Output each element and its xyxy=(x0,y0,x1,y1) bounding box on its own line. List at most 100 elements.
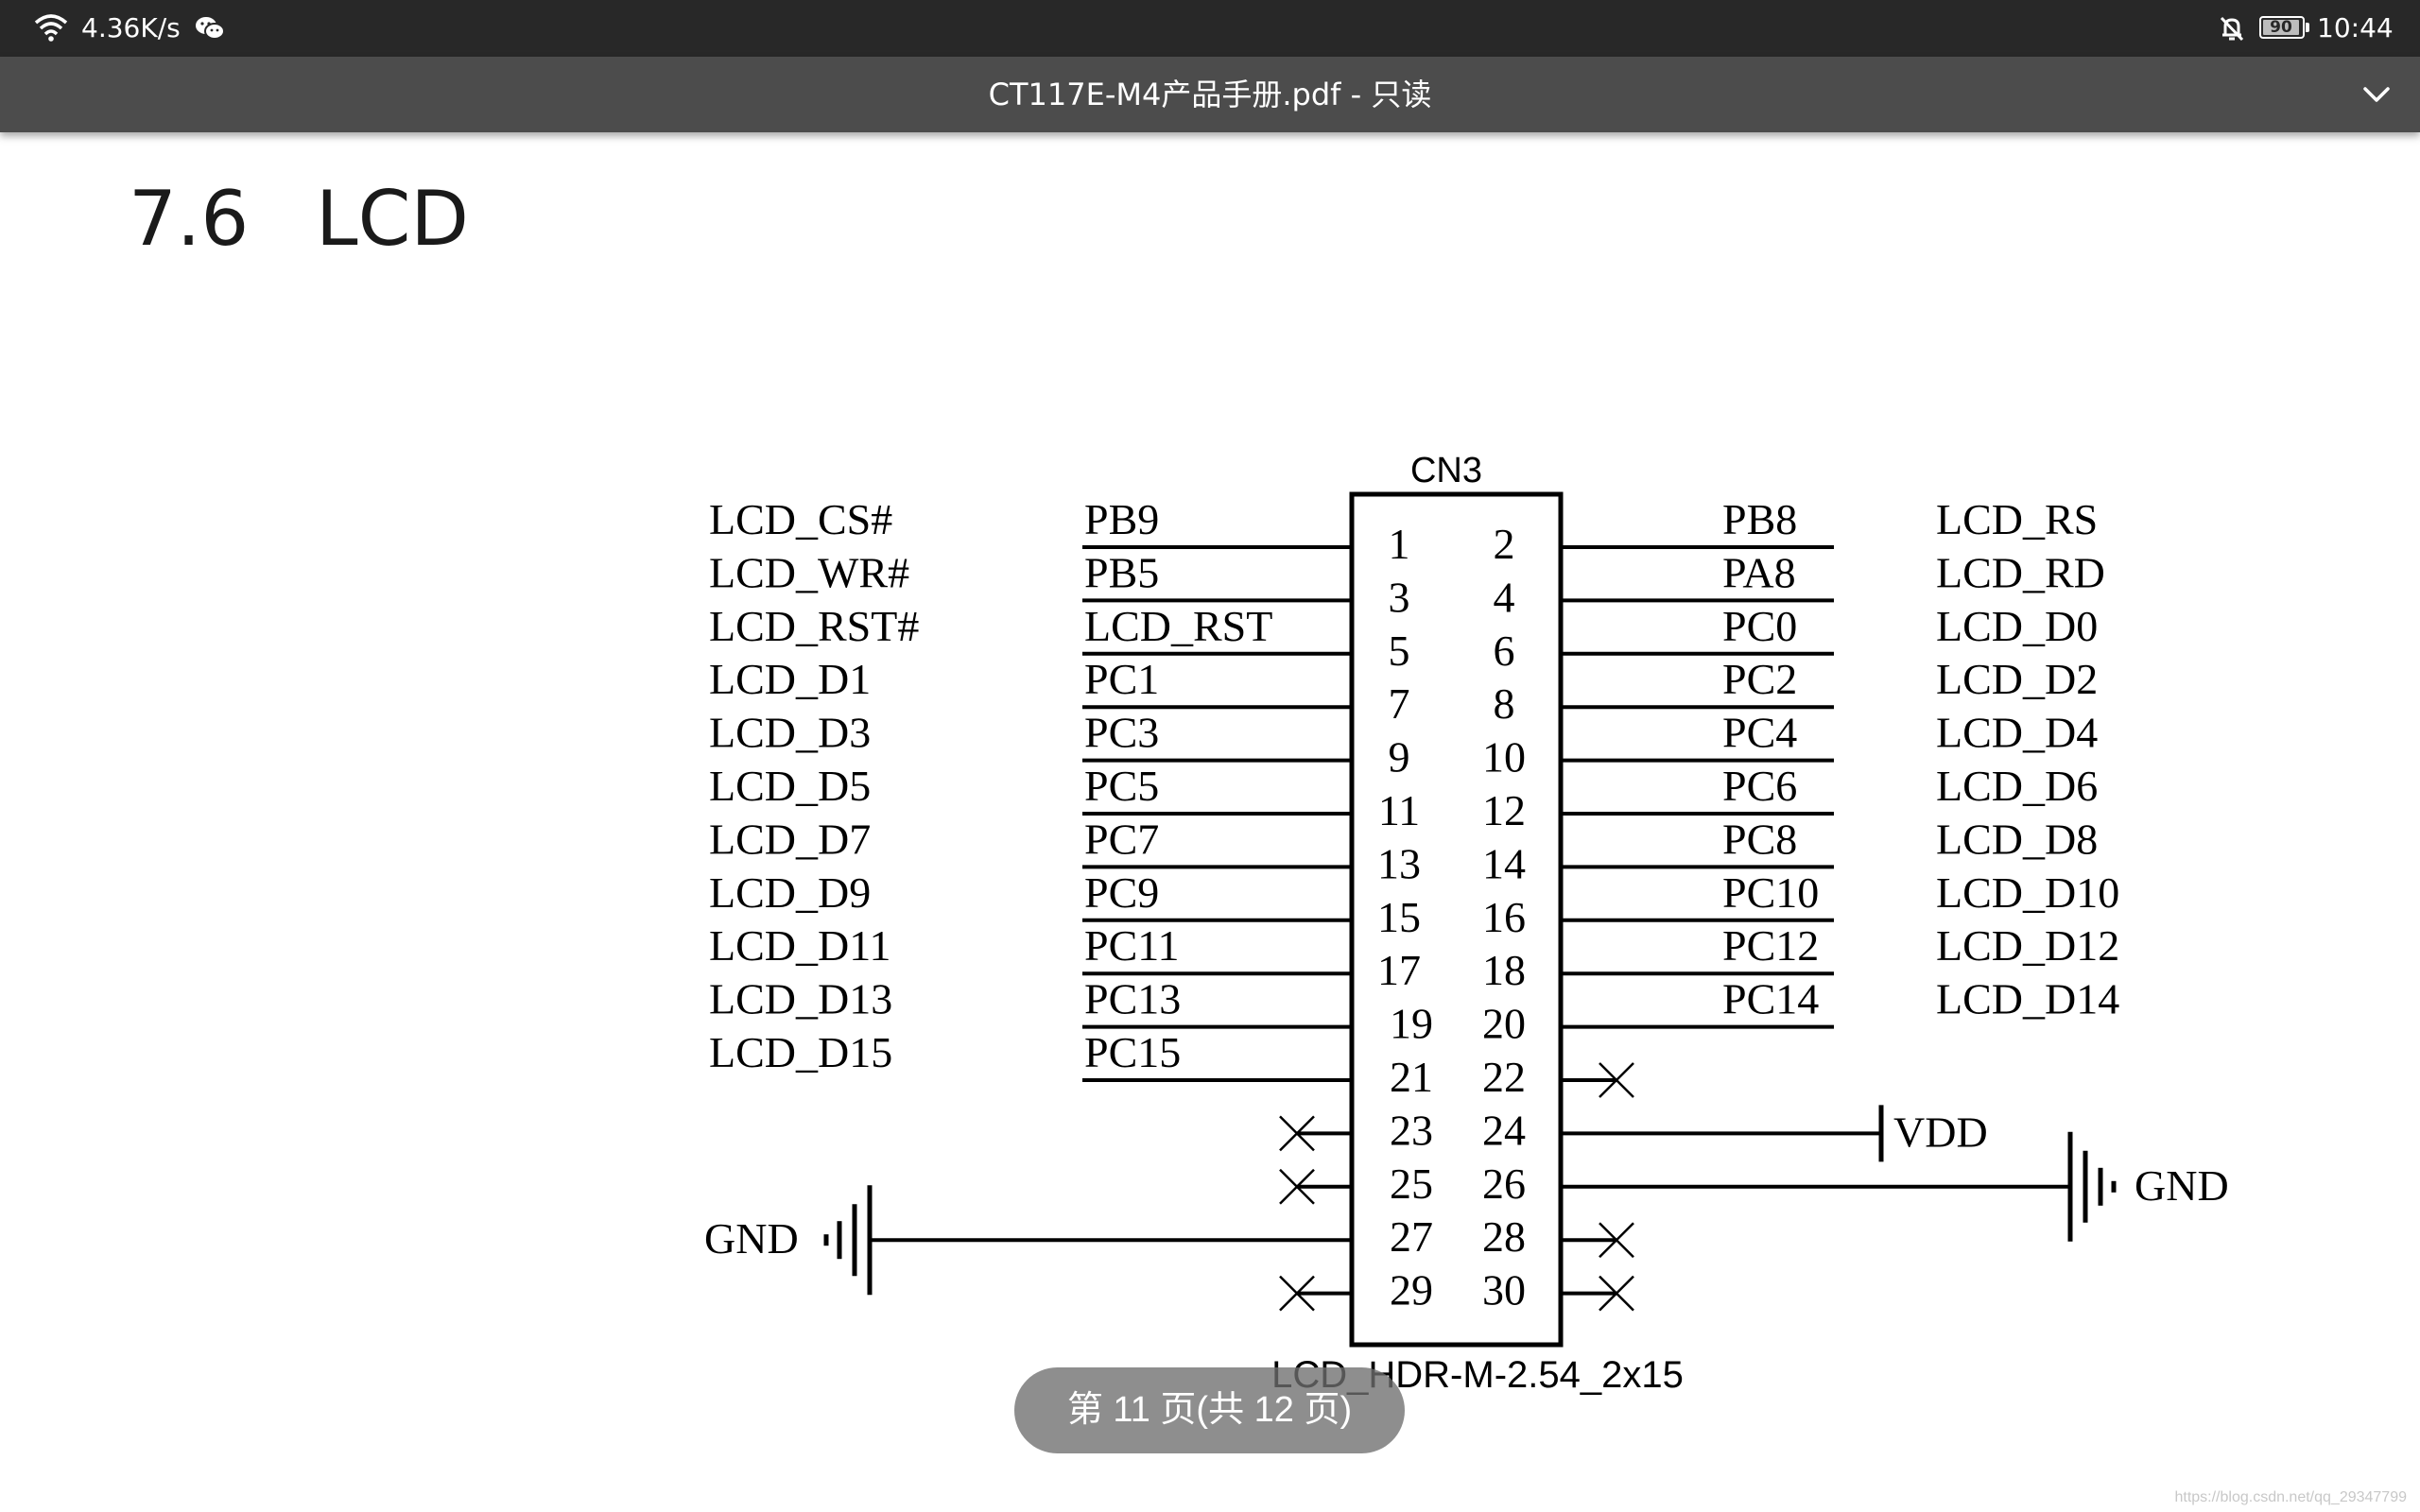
vdd-label: VDD xyxy=(1893,1108,1988,1156)
network-speed: 4.36K/s xyxy=(81,12,181,43)
pin-number-7: 7 xyxy=(1389,679,1410,728)
signal-label-7: LCD_D1 xyxy=(709,655,871,703)
pin-number-17: 17 xyxy=(1377,946,1421,994)
net-label-3: PB5 xyxy=(1084,548,1159,596)
no-connect-pin-22 xyxy=(1599,1062,1634,1098)
signal-label-20: LCD_D14 xyxy=(1936,975,2119,1023)
signal-label-4: LCD_RD xyxy=(1936,548,2105,596)
collapse-toolbar-button[interactable] xyxy=(2352,70,2401,119)
pin-number-19: 19 xyxy=(1390,1000,1433,1048)
signal-label-15: LCD_D9 xyxy=(709,868,871,917)
net-label-20: PC14 xyxy=(1722,975,1819,1023)
no-connect-pin-29 xyxy=(1279,1275,1315,1312)
net-label-9: PC3 xyxy=(1084,709,1159,757)
wechat-icon xyxy=(196,17,225,40)
pin-number-23: 23 xyxy=(1390,1106,1433,1154)
no-connect-pin-28 xyxy=(1599,1222,1634,1259)
page-indicator: 第 11 页(共 12 页) xyxy=(1014,1367,1405,1453)
pin-number-11: 11 xyxy=(1378,786,1420,834)
pin-number-22: 22 xyxy=(1482,1053,1526,1101)
net-label-13: PC7 xyxy=(1084,815,1159,863)
pin-number-25: 25 xyxy=(1390,1160,1433,1208)
status-bar: 4.36K/s 90 10:44 xyxy=(0,0,2420,57)
net-label-6: PC0 xyxy=(1722,602,1797,650)
gnd-label-left: GND xyxy=(704,1214,799,1263)
signal-label-12: LCD_D6 xyxy=(1936,762,2098,810)
signal-label-17: LCD_D11 xyxy=(709,921,891,970)
document-title: CT117E-M4产品手册.pdf - 只读 xyxy=(988,77,1432,112)
net-label-2: PB8 xyxy=(1722,495,1797,543)
no-connect-pin-23 xyxy=(1279,1115,1315,1152)
signal-label-11: LCD_D5 xyxy=(709,762,871,810)
net-label-17: PC11 xyxy=(1084,921,1180,970)
signal-label-16: LCD_D10 xyxy=(1936,868,2119,917)
signal-label-18: LCD_D12 xyxy=(1936,921,2119,970)
signal-label-5: LCD_RST# xyxy=(709,602,919,650)
net-label-15: PC9 xyxy=(1084,868,1159,917)
chevron-down-icon xyxy=(2363,87,2390,102)
net-label-5: LCD_RST xyxy=(1084,602,1272,650)
net-label-1: PB9 xyxy=(1084,495,1159,543)
signal-label-13: LCD_D7 xyxy=(709,815,871,863)
net-label-14: PC8 xyxy=(1722,815,1797,863)
document-title-bar: CT117E-M4产品手册.pdf - 只读 xyxy=(0,57,2420,132)
signal-label-21: LCD_D15 xyxy=(709,1028,892,1076)
pin-number-14: 14 xyxy=(1482,839,1526,887)
pin-number-5: 5 xyxy=(1389,627,1410,675)
net-label-16: PC10 xyxy=(1722,868,1819,917)
net-label-7: PC1 xyxy=(1084,655,1159,703)
signal-label-1: LCD_CS# xyxy=(709,495,892,543)
watermark: https://blog.csdn.net/qq_29347799 xyxy=(2174,1489,2407,1505)
net-label-4: PA8 xyxy=(1722,548,1796,596)
lcd-connector-schematic: CN3LCD_HDR-M-2.54_2x151PB9LCD_CS#3PB5LCD… xyxy=(704,451,2229,1396)
battery-icon: 90 xyxy=(2259,16,2309,39)
section-title: LCD xyxy=(316,175,470,263)
pin-number-3: 3 xyxy=(1389,573,1410,621)
no-connect-pin-30 xyxy=(1599,1275,1634,1312)
wifi-icon xyxy=(34,14,68,42)
signal-label-10: LCD_D4 xyxy=(1936,709,2098,757)
pin-number-20: 20 xyxy=(1482,1000,1526,1048)
net-label-11: PC5 xyxy=(1084,762,1159,810)
pin-number-29: 29 xyxy=(1390,1266,1433,1314)
section-heading: 7.6 LCD xyxy=(129,175,469,263)
net-label-19: PC13 xyxy=(1084,975,1181,1023)
net-label-12: PC6 xyxy=(1722,762,1797,810)
pin-number-1: 1 xyxy=(1389,520,1410,568)
pin-number-28: 28 xyxy=(1482,1212,1526,1261)
net-label-21: PC15 xyxy=(1084,1028,1181,1076)
section-number: 7.6 xyxy=(129,175,250,263)
pin-number-16: 16 xyxy=(1482,893,1526,941)
signal-label-3: LCD_WR# xyxy=(709,548,909,596)
net-label-8: PC2 xyxy=(1722,655,1797,703)
pin-number-21: 21 xyxy=(1390,1053,1433,1101)
pin-number-27: 27 xyxy=(1390,1212,1433,1261)
signal-label-9: LCD_D3 xyxy=(709,709,871,757)
pin-number-30: 30 xyxy=(1482,1266,1526,1314)
signal-label-2: LCD_RS xyxy=(1936,495,2098,543)
net-label-18: PC12 xyxy=(1722,921,1819,970)
no-connect-pin-25 xyxy=(1279,1168,1315,1205)
pin-number-4: 4 xyxy=(1494,573,1515,621)
pin-number-8: 8 xyxy=(1494,679,1515,728)
pin-number-9: 9 xyxy=(1389,733,1410,782)
battery-level: 90 xyxy=(2270,18,2292,37)
signal-label-14: LCD_D8 xyxy=(1936,815,2098,863)
pin-number-2: 2 xyxy=(1494,520,1515,568)
signal-label-6: LCD_D0 xyxy=(1936,602,2098,650)
signal-label-8: LCD_D2 xyxy=(1936,655,2098,703)
net-label-10: PC4 xyxy=(1722,709,1797,757)
clock: 10:44 xyxy=(2317,12,2394,43)
gnd-label-right: GND xyxy=(2135,1161,2229,1210)
pin-number-10: 10 xyxy=(1482,733,1526,782)
pin-number-15: 15 xyxy=(1377,893,1421,941)
pin-number-24: 24 xyxy=(1482,1106,1526,1154)
bell-off-icon xyxy=(2220,16,2244,42)
signal-label-19: LCD_D13 xyxy=(709,975,892,1023)
pin-number-12: 12 xyxy=(1482,786,1526,834)
connector-ref: CN3 xyxy=(1410,451,1482,490)
pin-number-13: 13 xyxy=(1377,839,1421,887)
pin-number-18: 18 xyxy=(1482,946,1526,994)
pin-number-26: 26 xyxy=(1482,1160,1526,1208)
pin-number-6: 6 xyxy=(1494,627,1515,675)
